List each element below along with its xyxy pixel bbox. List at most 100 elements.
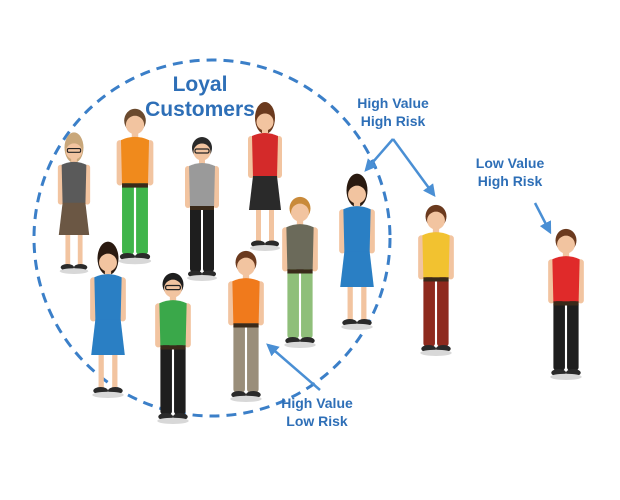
left-leg (190, 206, 201, 272)
lvhr-line1: Low Value (475, 155, 545, 171)
torso (232, 278, 260, 326)
right-leg (203, 206, 214, 272)
left-leg (65, 235, 71, 266)
left-leg (122, 183, 134, 255)
torso (61, 161, 87, 205)
shadow (157, 417, 189, 425)
head (348, 185, 366, 204)
glasses (165, 284, 181, 291)
neck (432, 227, 440, 235)
right-leg (174, 345, 186, 415)
left-leg (553, 301, 565, 371)
shadow (230, 395, 262, 403)
hvhr-line1: High Value (357, 95, 429, 111)
neck (71, 158, 77, 164)
skirt (58, 202, 90, 235)
left-leg (256, 210, 261, 242)
high-value-high-risk-label: High Value High Risk (338, 95, 448, 130)
shadow (284, 341, 316, 349)
shadow (420, 349, 452, 357)
belt (233, 323, 259, 328)
left-leg (423, 277, 435, 347)
torso (343, 206, 371, 254)
right-leg (77, 235, 83, 266)
loyal-customers-circle (32, 58, 392, 418)
right-leg (269, 210, 274, 242)
shadow (550, 373, 582, 381)
person-man-orange-vest (228, 250, 264, 403)
person-man-yellow-pointing (418, 204, 454, 357)
person-man-phone-olive (282, 196, 318, 349)
people (57, 102, 584, 425)
neck (242, 273, 250, 281)
torso (159, 300, 187, 348)
head (65, 143, 83, 160)
skirt (249, 176, 281, 210)
glasses (194, 148, 210, 154)
belt (190, 206, 214, 210)
loyal-customers-line1: Loyal (172, 73, 228, 96)
hvlr-line2: Low Risk (286, 412, 348, 429)
skirt (91, 319, 125, 355)
right-leg (361, 287, 367, 321)
shadow (187, 275, 217, 281)
left-leg (233, 323, 245, 393)
right-leg (112, 355, 118, 389)
high-value-low-risk-label: High Value Low Risk (262, 395, 372, 430)
shadow (92, 391, 124, 399)
neck (104, 269, 112, 277)
head (256, 113, 274, 131)
belt (122, 183, 148, 188)
shadow (59, 268, 89, 274)
neck (562, 251, 570, 259)
arrow-hvhr-left (364, 138, 394, 172)
person-woman-blue-dress-right (339, 173, 375, 331)
right-leg (247, 323, 259, 393)
arrows (266, 138, 552, 391)
head (99, 253, 117, 272)
neck (169, 295, 177, 303)
shadow (118, 257, 152, 265)
torso (94, 274, 122, 322)
head (427, 211, 445, 230)
person-woman-red-black (248, 102, 282, 251)
head (291, 203, 309, 222)
person-woman-orange-green (116, 108, 154, 265)
person-man-green-vest (155, 272, 191, 425)
loyal-customers-label: Loyal Customers (130, 72, 270, 122)
torso (252, 133, 278, 178)
hvlr-line1: High Value (281, 395, 353, 411)
low-value-high-risk-label: Low Value High Risk (455, 155, 565, 190)
shadow (250, 245, 280, 251)
skirt (340, 251, 374, 287)
loyal-customers-line2: Customers (145, 98, 255, 122)
head (557, 235, 575, 254)
neck (262, 129, 268, 135)
arrow-hvlr (266, 343, 321, 391)
lvhr-line2: High Risk (477, 172, 543, 189)
right-leg (301, 269, 313, 339)
right-leg (437, 277, 449, 347)
head (125, 115, 145, 135)
belt (423, 277, 449, 282)
torso (422, 232, 450, 280)
shadow (341, 323, 373, 331)
head (237, 257, 255, 276)
neck (296, 219, 304, 227)
hvhr-line2: High Risk (360, 112, 426, 129)
neck (131, 132, 139, 139)
right-leg (567, 301, 579, 371)
arrow-lvhr (533, 202, 552, 235)
right-leg (136, 183, 148, 255)
neck (353, 201, 361, 209)
person-woman-beige-gray (57, 132, 91, 274)
person-woman-blue-dress-left (90, 241, 126, 399)
person-man-gray-vest (185, 137, 219, 281)
left-leg (287, 269, 299, 339)
head (193, 143, 211, 161)
arrow-hvhr-right (391, 138, 436, 198)
person-man-red-walking (548, 228, 584, 381)
torso (120, 136, 150, 186)
